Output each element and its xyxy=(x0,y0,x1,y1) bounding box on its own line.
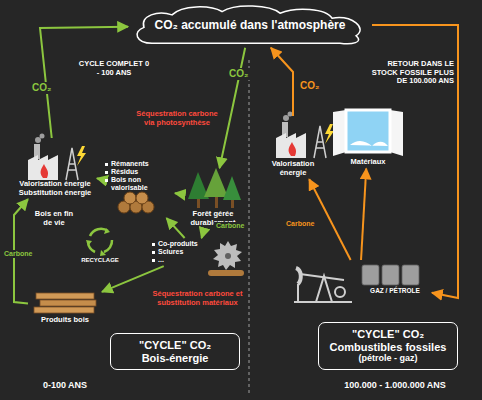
power-plant-icon xyxy=(28,134,86,181)
cloud-shape: CO₂ accumulé dans l'atmosphère xyxy=(130,4,370,46)
window-icon xyxy=(350,141,388,146)
barrels-icon xyxy=(402,265,419,285)
forest: Forêt gérée durablement xyxy=(182,170,244,227)
flow-arrow xyxy=(97,178,103,179)
pumpjack-icon xyxy=(294,301,352,303)
forest-icon xyxy=(223,176,241,200)
node-text: "CYCLE" CO₂ xyxy=(115,339,235,352)
node-text: (pétrole - gaz) xyxy=(323,353,453,363)
cycle-box: "CYCLE" CO₂Bois-énergie xyxy=(110,333,240,370)
log-pile-icon xyxy=(124,192,136,204)
note-label: Séquestration carbone et substitution ma… xyxy=(150,290,245,307)
flow-arrow xyxy=(361,169,366,260)
node-text: Valorisation énergie Substitution énergi… xyxy=(15,180,95,197)
sawmill-icon xyxy=(208,270,244,276)
node-text: Sciures xyxy=(152,248,210,256)
node-text: "CYCLE" CO₂ xyxy=(323,328,453,341)
sawmill-icon xyxy=(208,241,244,276)
recycling-icon xyxy=(86,228,112,256)
flow-arrow xyxy=(102,266,164,292)
recycling-icon xyxy=(86,240,92,246)
edge-label: Carbone xyxy=(214,222,246,230)
note-label: RECYCLAGE xyxy=(78,257,122,264)
window-icon xyxy=(333,110,403,156)
cycle-box: "CYCLE" CO₂Combustibles fossiles(pétrole… xyxy=(318,322,458,370)
edge-label: RETOUR DANS LE STOCK FOSSILE PLUS DE 100… xyxy=(368,60,456,86)
forest-icon xyxy=(231,199,234,208)
energy-plant: Valorisation énergie xyxy=(258,118,328,177)
flow-arrow xyxy=(167,218,185,238)
sawmill: Co-produitsSciures... xyxy=(150,240,245,264)
node-text: GAZ / PÉTROLE xyxy=(360,287,430,294)
wood-products-icon xyxy=(36,293,94,299)
oil-gas-well: GAZ / PÉTROLE xyxy=(290,262,430,294)
node-text: Bois-énergie xyxy=(115,352,235,365)
divider-line xyxy=(249,60,250,395)
wood-products-icon xyxy=(34,307,94,313)
wood-products-icon xyxy=(34,293,96,313)
pumpjack-icon xyxy=(316,276,332,302)
flow-arrow xyxy=(220,48,246,168)
pumpjack-icon xyxy=(297,284,299,302)
window-icon xyxy=(333,110,346,156)
window-icon xyxy=(390,110,403,156)
flow-arrow xyxy=(175,192,180,195)
pumpjack-icon xyxy=(300,274,344,280)
edge-label: CO₂ xyxy=(298,80,321,92)
node-text: Bois non valorisable xyxy=(105,176,173,192)
wood-products: Produits bois xyxy=(30,290,100,325)
edge-label: Carbone xyxy=(2,250,34,258)
residue-pile: RémanentsRésidusBois non valorisable xyxy=(105,160,173,216)
wood-products-icon xyxy=(40,300,96,306)
node-text: Co-produits xyxy=(152,240,210,248)
pumpjack-icon xyxy=(294,268,352,302)
energy-plant: Valorisation énergie Substitution énergi… xyxy=(15,140,95,197)
note-label: Séquestration carbone via photosynthèse xyxy=(133,110,221,127)
forest-icon xyxy=(188,168,241,208)
materials-window: Matériaux xyxy=(333,108,403,167)
node-text: ... xyxy=(152,256,210,264)
note-label: 0-100 ANS xyxy=(20,380,110,390)
note-label: 100.000 - 1.000.000 ANS xyxy=(320,380,470,390)
log-pile-icon xyxy=(136,192,148,204)
sawmill-icon xyxy=(225,253,231,259)
recycling-icon xyxy=(100,250,106,256)
node-text: Produits bois xyxy=(30,316,100,325)
log-pile-icon xyxy=(118,192,154,213)
recycling-icon xyxy=(104,228,110,234)
edge-label: CO₂ xyxy=(30,82,53,94)
node-text: Valorisation énergie xyxy=(258,160,328,177)
forest-icon xyxy=(215,196,218,208)
note-label: Bois en fin de vie xyxy=(30,210,78,227)
window-icon xyxy=(346,110,390,152)
barrels-icon xyxy=(382,265,399,285)
node-text: Combustibles fossiles xyxy=(323,341,453,354)
note-label: CYCLE COMPLET 0 - 100 ANS xyxy=(78,60,150,77)
forest-icon xyxy=(197,198,200,208)
edge-label: Carbone xyxy=(284,220,316,228)
pumpjack-icon xyxy=(296,268,301,284)
node-text: Rémanents xyxy=(105,160,173,168)
flow-arrow xyxy=(202,229,205,238)
power-plant-icon xyxy=(276,112,334,159)
flow-arrow xyxy=(271,48,293,116)
node-text: CO₂ accumulé dans l'atmosphère xyxy=(152,19,348,33)
node-text: Matériaux xyxy=(333,158,403,167)
node-text: Résidus xyxy=(105,168,173,176)
barrels-icon xyxy=(362,265,419,285)
cloud-outline xyxy=(137,6,360,44)
sawmill-icon xyxy=(213,241,242,270)
forest-icon xyxy=(204,168,228,197)
edge-label: CO₂ xyxy=(227,68,250,80)
barrels-icon xyxy=(362,265,379,285)
pumpjack-icon xyxy=(335,287,345,297)
recycling-icon xyxy=(104,240,112,252)
